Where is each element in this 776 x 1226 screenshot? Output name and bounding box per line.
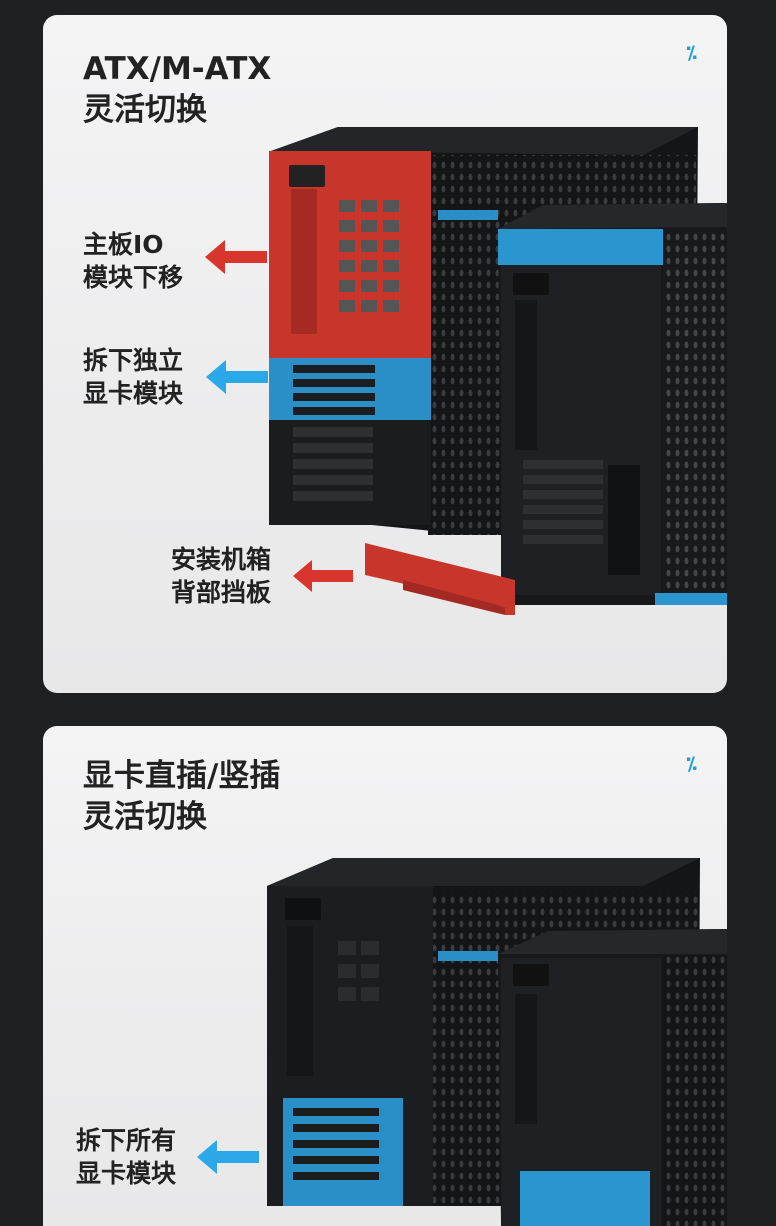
brand-logo-icon: ⁒ (686, 753, 697, 775)
card-title: ATX/M-ATX 灵活切换 (83, 51, 272, 128)
front-case (498, 203, 727, 605)
brand-logo-icon: ⁒ (686, 42, 697, 64)
arrow-left-icon (293, 560, 353, 592)
callout-io-module: 主板IO 模块下移 (83, 230, 184, 292)
rear-bracket (365, 543, 515, 615)
pc-case-illustration-2 (267, 858, 727, 1226)
card-title: 显卡直插/竖插 灵活切换 (83, 758, 281, 835)
feature-card-gpu-mount: 显卡直插/竖插 灵活切换 ⁒ 拆下所有 显卡模块 (43, 726, 727, 1226)
callout-rear-bracket: 安装机箱 背部挡板 (171, 545, 272, 607)
arrow-left-icon (206, 360, 268, 394)
callout-remove-gpu-modules: 拆下所有 显卡模块 (76, 1126, 177, 1188)
arrow-left-icon (197, 1140, 259, 1174)
arrow-left-icon (205, 240, 267, 274)
callout-gpu-module: 拆下独立 显卡模块 (83, 346, 184, 408)
pc-case-illustration-1 (269, 127, 727, 615)
feature-card-atx-matx: ATX/M-ATX 灵活切换 ⁒ 主板IO 模块下移 拆下独立 显卡模块 安装机… (43, 15, 727, 693)
